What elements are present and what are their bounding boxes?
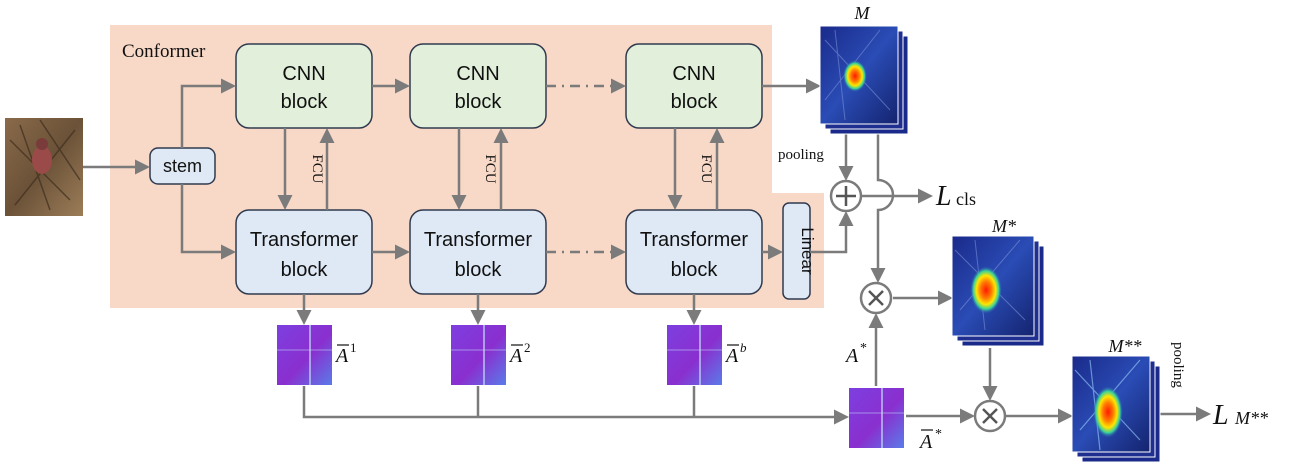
cnn-block-1 — [235, 43, 373, 129]
loss-cls-base: L — [935, 181, 952, 212]
input-bird-image — [5, 118, 83, 216]
attn-label-2-base: A — [508, 345, 523, 367]
transformer-block-3 — [625, 209, 763, 295]
linear-label: Linear — [798, 227, 817, 275]
fcu-label-3: FCU — [698, 154, 714, 183]
attn-label-1-base: A — [334, 345, 349, 367]
conformer-label: Conformer — [122, 41, 206, 62]
times-circle-icon-2 — [973, 399, 1007, 433]
a-bar-star-base: A — [918, 431, 933, 453]
transformer-block-1-line1: Transformer — [250, 229, 359, 251]
attention-map-star — [849, 388, 904, 448]
cnn-block-3 — [625, 43, 763, 129]
a-star-label: A * — [844, 341, 867, 367]
cnn-block-2 — [409, 43, 547, 129]
a-bar-star-label: A * — [918, 427, 942, 453]
loss-mss-sub: M** — [1234, 408, 1268, 428]
attn-label-1: A 1 — [334, 340, 357, 367]
attn-label-b-base: A — [724, 345, 739, 367]
loss-cls-sub: cls — [956, 189, 976, 209]
stem-label: stem — [163, 156, 202, 176]
loss-cls: L cls — [935, 181, 976, 212]
loss-mss-base: L — [1212, 400, 1229, 431]
m-label: M — [854, 3, 871, 23]
fcu-label-1: FCU — [309, 154, 325, 183]
cnn-block-1-line2: block — [281, 91, 329, 113]
feature-map-m-star-star — [1071, 355, 1161, 463]
attention-map-b — [667, 325, 722, 385]
cnn-block-2-line2: block — [455, 91, 503, 113]
attn-label-2: A 2 — [508, 340, 531, 367]
times-circle-icon — [859, 281, 893, 315]
transformer-block-1-line2: block — [281, 259, 329, 281]
cnn-block-2-line1: CNN — [456, 63, 499, 85]
attn-label-b-sup: b — [740, 340, 747, 355]
loss-mss: L M** — [1212, 400, 1268, 431]
transformer-block-3-line2: block — [671, 259, 719, 281]
arrows — [83, 78, 1211, 425]
a-bar-star-sup: * — [935, 427, 942, 442]
svg-text:A: A — [724, 345, 739, 367]
cnn-block-1-line1: CNN — [282, 63, 325, 85]
attention-map-1 — [277, 325, 332, 385]
transformer-block-1 — [235, 209, 373, 295]
pooling-label-2: pooling — [1170, 342, 1186, 388]
a-star-sup: * — [860, 341, 867, 356]
transformer-block-2-line1: Transformer — [424, 229, 533, 251]
attn-label-2-sup: 2 — [524, 340, 531, 355]
transformer-block-2 — [409, 209, 547, 295]
m-star-label: M* — [991, 216, 1016, 236]
attention-map-2 — [451, 325, 506, 385]
feature-map-m — [819, 25, 909, 135]
a-star-base: A — [844, 345, 859, 367]
attn-label-1-sup: 1 — [350, 340, 357, 355]
cnn-block-3-line2: block — [671, 91, 719, 113]
fcu-label-2: FCU — [482, 154, 498, 183]
svg-text:A: A — [508, 345, 523, 367]
transformer-block-2-line2: block — [455, 259, 503, 281]
svg-text:A: A — [334, 345, 349, 367]
pooling-label-1: pooling — [778, 147, 824, 163]
feature-map-m-star — [951, 235, 1045, 347]
attn-label-b: A b — [724, 340, 747, 367]
cnn-block-3-line1: CNN — [672, 63, 715, 85]
m-star-star-label: M** — [1108, 336, 1142, 356]
plus-circle-icon — [829, 179, 863, 213]
transformer-block-3-line1: Transformer — [640, 229, 749, 251]
